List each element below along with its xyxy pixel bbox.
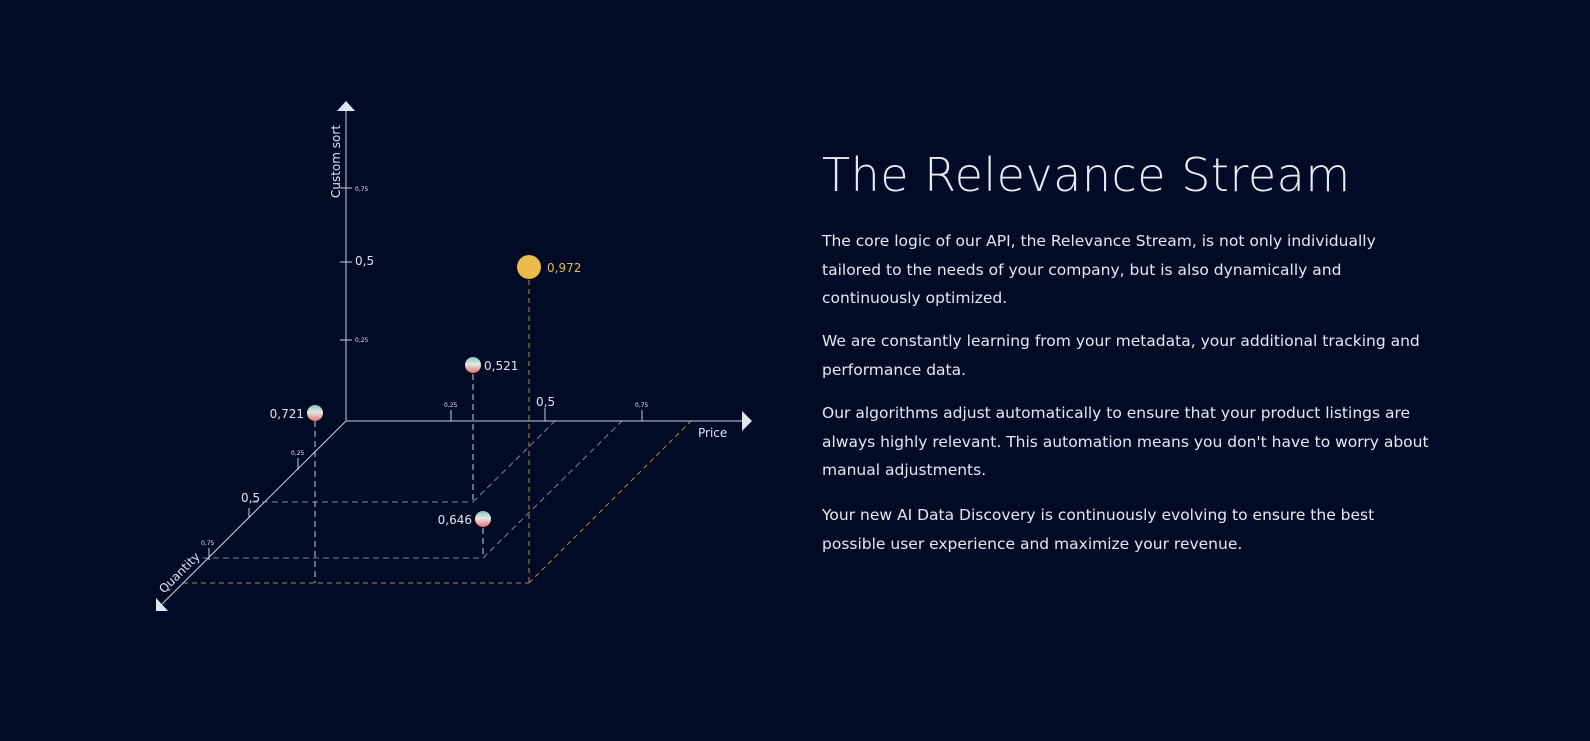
data-point-highlight[interactable]	[517, 255, 541, 279]
axes	[156, 101, 752, 611]
paragraph: The core logic of our API, the Relevance…	[822, 232, 1376, 307]
dash-line	[482, 420, 623, 559]
y-tick-label: 0,5	[355, 254, 374, 268]
paragraph: Our algorithms adjust automatically to e…	[822, 404, 1429, 479]
x-axis-label: Price	[698, 426, 727, 440]
dash-line	[472, 420, 556, 503]
paragraph: We are constantly learning from your met…	[822, 332, 1420, 379]
relevance-3d-chart: Custom sort Price Quantity 0,75 0,5 0,25…	[156, 101, 752, 611]
x-tick-label: 0,75	[635, 402, 649, 409]
z-tick-label: 0,25	[291, 450, 305, 457]
data-point-sphere[interactable]	[475, 511, 491, 527]
y-tick-label: 0,75	[355, 186, 369, 193]
x-axis-arrow-icon	[742, 411, 752, 431]
dash-line-highlight	[528, 420, 692, 584]
data-point-sphere[interactable]	[465, 357, 481, 373]
y-axis-label: Custom sort	[329, 125, 343, 198]
data-point-label: 0,646	[438, 513, 472, 527]
z-axis-label: Quantity	[156, 550, 203, 597]
paragraph: Your new AI Data Discovery is continuous…	[822, 506, 1375, 553]
z-tick-label: 0,5	[241, 491, 260, 505]
data-point-label: 0,721	[270, 407, 304, 421]
x-tick-label: 0,5	[536, 395, 555, 409]
data-point-label-highlight: 0,972	[547, 261, 581, 275]
z-axis-arrow-icon	[156, 598, 168, 611]
section-title: The Relevance Stream	[822, 148, 1351, 202]
y-axis-arrow-icon	[337, 101, 355, 111]
data-point-sphere[interactable]	[307, 405, 323, 421]
z-axis	[161, 420, 347, 605]
data-point-label: 0,521	[484, 359, 518, 373]
x-tick-label: 0,25	[444, 402, 458, 409]
projection-lines	[183, 280, 692, 584]
y-tick-label: 0,25	[355, 337, 369, 344]
z-tick-label: 0,75	[201, 540, 215, 547]
